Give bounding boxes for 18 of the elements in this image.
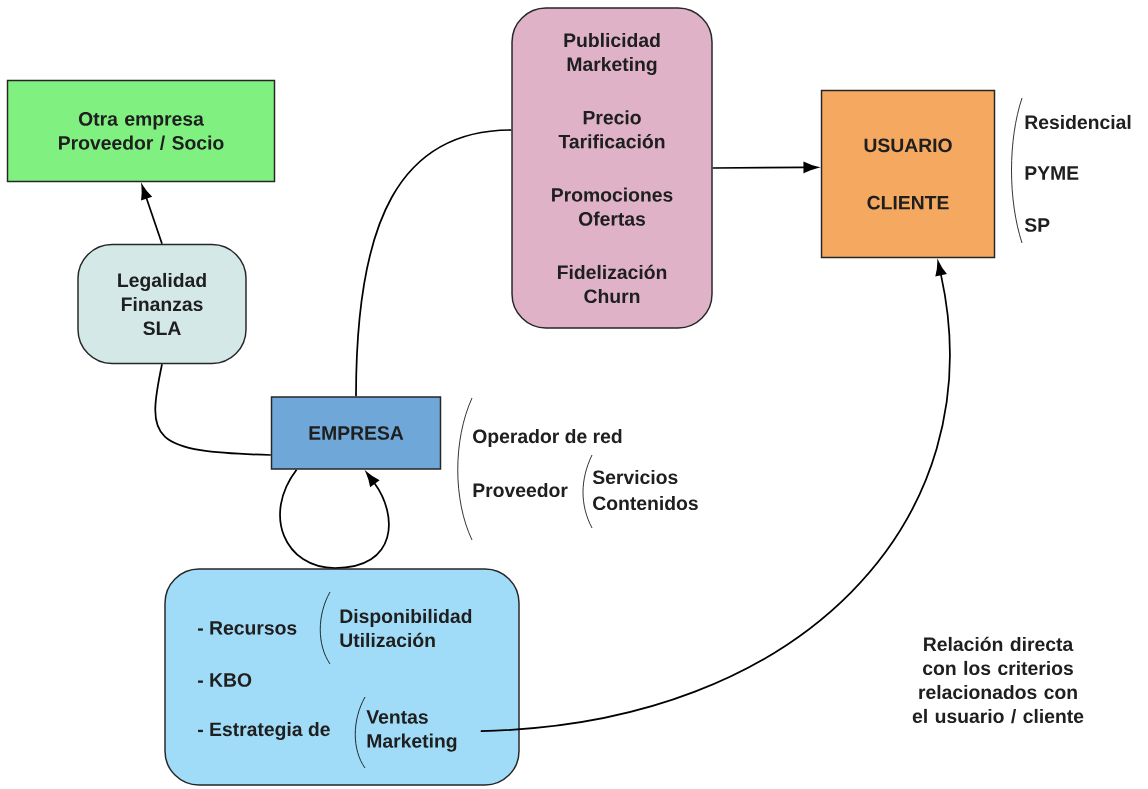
- arrow: [279, 468, 390, 569]
- side-text: Residencial: [1025, 114, 1131, 130]
- edge-label: Relación directa con los criterios relacionados con el usuario / cliente: [912, 636, 1084, 724]
- rounded-box: Legalidad Finanzas SLA: [77, 243, 247, 365]
- side-text: SP: [1024, 218, 1050, 232]
- process-box: EMPRESA: [270, 396, 442, 470]
- side-text: Contenidos: [593, 495, 698, 511]
- side-text: PYME: [1025, 166, 1079, 180]
- rounded-box: Publicidad Marketing Precio Tarificación Promociones Ofertas Fidelización Churn: [511, 7, 713, 329]
- side-text: Servicios: [592, 469, 678, 485]
- process-box: USUARIO CLIENTE: [820, 89, 996, 259]
- side-text: Proveedor: [473, 482, 568, 498]
- arrow: [711, 162, 818, 173]
- arrow: [141, 185, 163, 245]
- arrow: [479, 261, 951, 732]
- side-text: Operador de red: [473, 429, 622, 447]
- rounded-box: - Recursos Disponibilidad Utilización - KBO - Estrategia de Ventas Marketing: [164, 568, 520, 786]
- process-box: Otra empresa Proveedor / Socio: [6, 79, 276, 183]
